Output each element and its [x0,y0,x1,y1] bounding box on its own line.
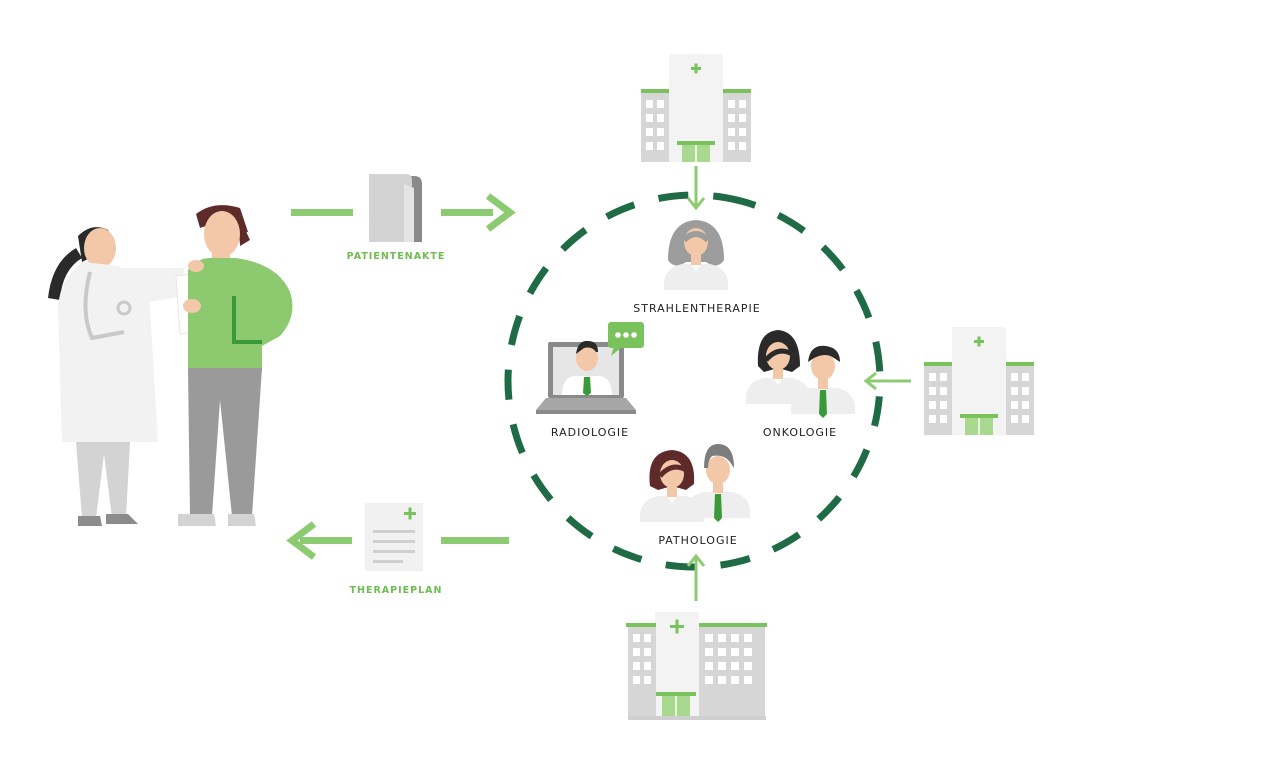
doctor-patient-illustration [48,205,293,526]
patientenakte-flow [291,174,516,242]
strahlentherapie-label: STRAHLENTHERAPIE [633,302,761,315]
arrow-right-icon [485,193,516,232]
arrow-left-icon [286,521,317,560]
flow-line-left-top [291,209,353,216]
folder-icon [369,174,422,242]
strahlentherapie-specialist [664,220,728,290]
chat-bubble-icon [608,322,644,356]
flow-line-left-bottom [300,537,352,544]
hospital-right [924,327,1034,435]
radiologie-label: RADIOLOGIE [550,426,630,439]
hospital-top [641,54,751,162]
onkologie-label: ONKOLOGIE [762,426,838,439]
onkologie-specialists [746,330,855,418]
pathologie-specialists [640,444,750,522]
flow-line-right-bottom [441,537,509,544]
document-icon [365,503,423,571]
therapieplan-label: THERAPIEPLAN [349,585,443,596]
flow-line-right-top [441,209,493,216]
radiologie-specialist [536,322,644,414]
tumor-board-circle [504,191,884,571]
hospital-arrows [686,166,911,601]
pathologie-label: PATHOLOGIE [658,534,738,547]
therapieplan-flow [286,503,509,571]
patientenakte-label: PATIENTENAKTE [346,251,446,262]
hospital-bottom [626,612,767,720]
